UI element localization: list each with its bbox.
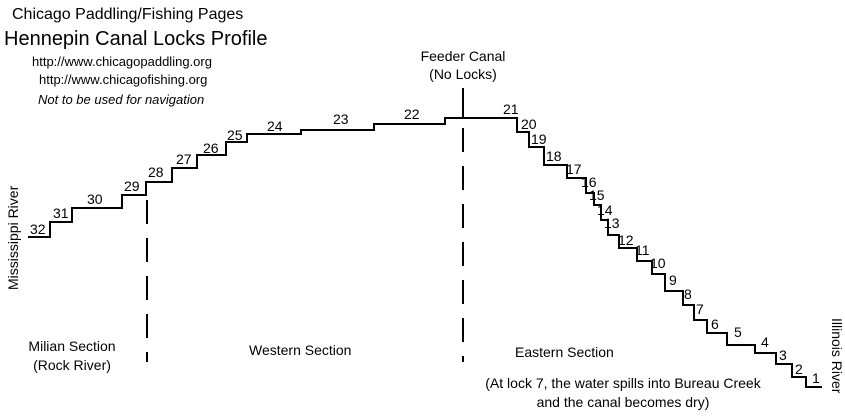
lock-label: 8 [684, 286, 692, 302]
lock-label: 5 [734, 324, 742, 340]
lock-7-note-line-2: and the canal becomes dry) [536, 394, 710, 410]
lock-label: 7 [696, 301, 704, 317]
eastern-section-label: Eastern Section [515, 344, 614, 360]
lock-label: 1 [812, 370, 820, 386]
lock-label: 27 [176, 151, 192, 167]
lock-label: 28 [148, 164, 164, 180]
mississippi-river-label: Mississippi River [5, 185, 21, 290]
canal-elevation-profile [28, 117, 822, 388]
lock-label: 26 [203, 140, 219, 156]
lock-label: 2 [795, 361, 803, 377]
feeder-canal-note: (No Locks) [429, 66, 497, 82]
feeder-canal-label: Feeder Canal [420, 48, 506, 64]
western-section-label: Western Section [249, 342, 352, 358]
lock-label: 22 [404, 106, 420, 122]
fishing-link[interactable]: http://www.chicagofishing.org [39, 72, 208, 87]
lock-label: 29 [124, 178, 140, 194]
lock-7-note-line-1: (At lock 7, the water spills into Bureau… [485, 375, 761, 391]
navigation-disclaimer: Not to be used for navigation [38, 92, 205, 107]
lock-label: 9 [669, 272, 677, 288]
lock-label: 30 [87, 191, 103, 207]
lock-label: 25 [227, 127, 243, 143]
lock-label: 3 [779, 347, 787, 363]
lock-label: 13 [604, 215, 620, 231]
lock-label: 19 [531, 131, 547, 147]
lock-label: 15 [589, 187, 605, 203]
lock-label: 18 [546, 148, 562, 164]
lock-label: 17 [566, 161, 582, 177]
page-title: Hennepin Canal Locks Profile [4, 28, 268, 50]
lock-label: 6 [711, 316, 719, 332]
paddling-link[interactable]: http://www.chicagopaddling.org [32, 54, 212, 69]
lock-label: 21 [503, 101, 519, 117]
lock-label: 23 [333, 111, 349, 127]
lock-label: 24 [267, 118, 283, 134]
milian-section-label: Milian Section [28, 338, 116, 354]
lock-label: 32 [30, 221, 46, 237]
lock-label: 16 [581, 174, 597, 190]
lock-label: 20 [521, 116, 537, 132]
milian-section-sublabel: (Rock River) [33, 357, 111, 373]
lock-label: 11 [635, 242, 650, 258]
title-line-1: Chicago Paddling/Fishing Pages [12, 6, 244, 23]
lock-label: 31 [53, 205, 69, 221]
lock-label: 10 [650, 255, 666, 271]
illinois-river-label: Illinois River [829, 318, 845, 394]
lock-label: 14 [597, 202, 613, 218]
lock-label: 12 [618, 232, 634, 248]
lock-label: 4 [761, 334, 769, 350]
